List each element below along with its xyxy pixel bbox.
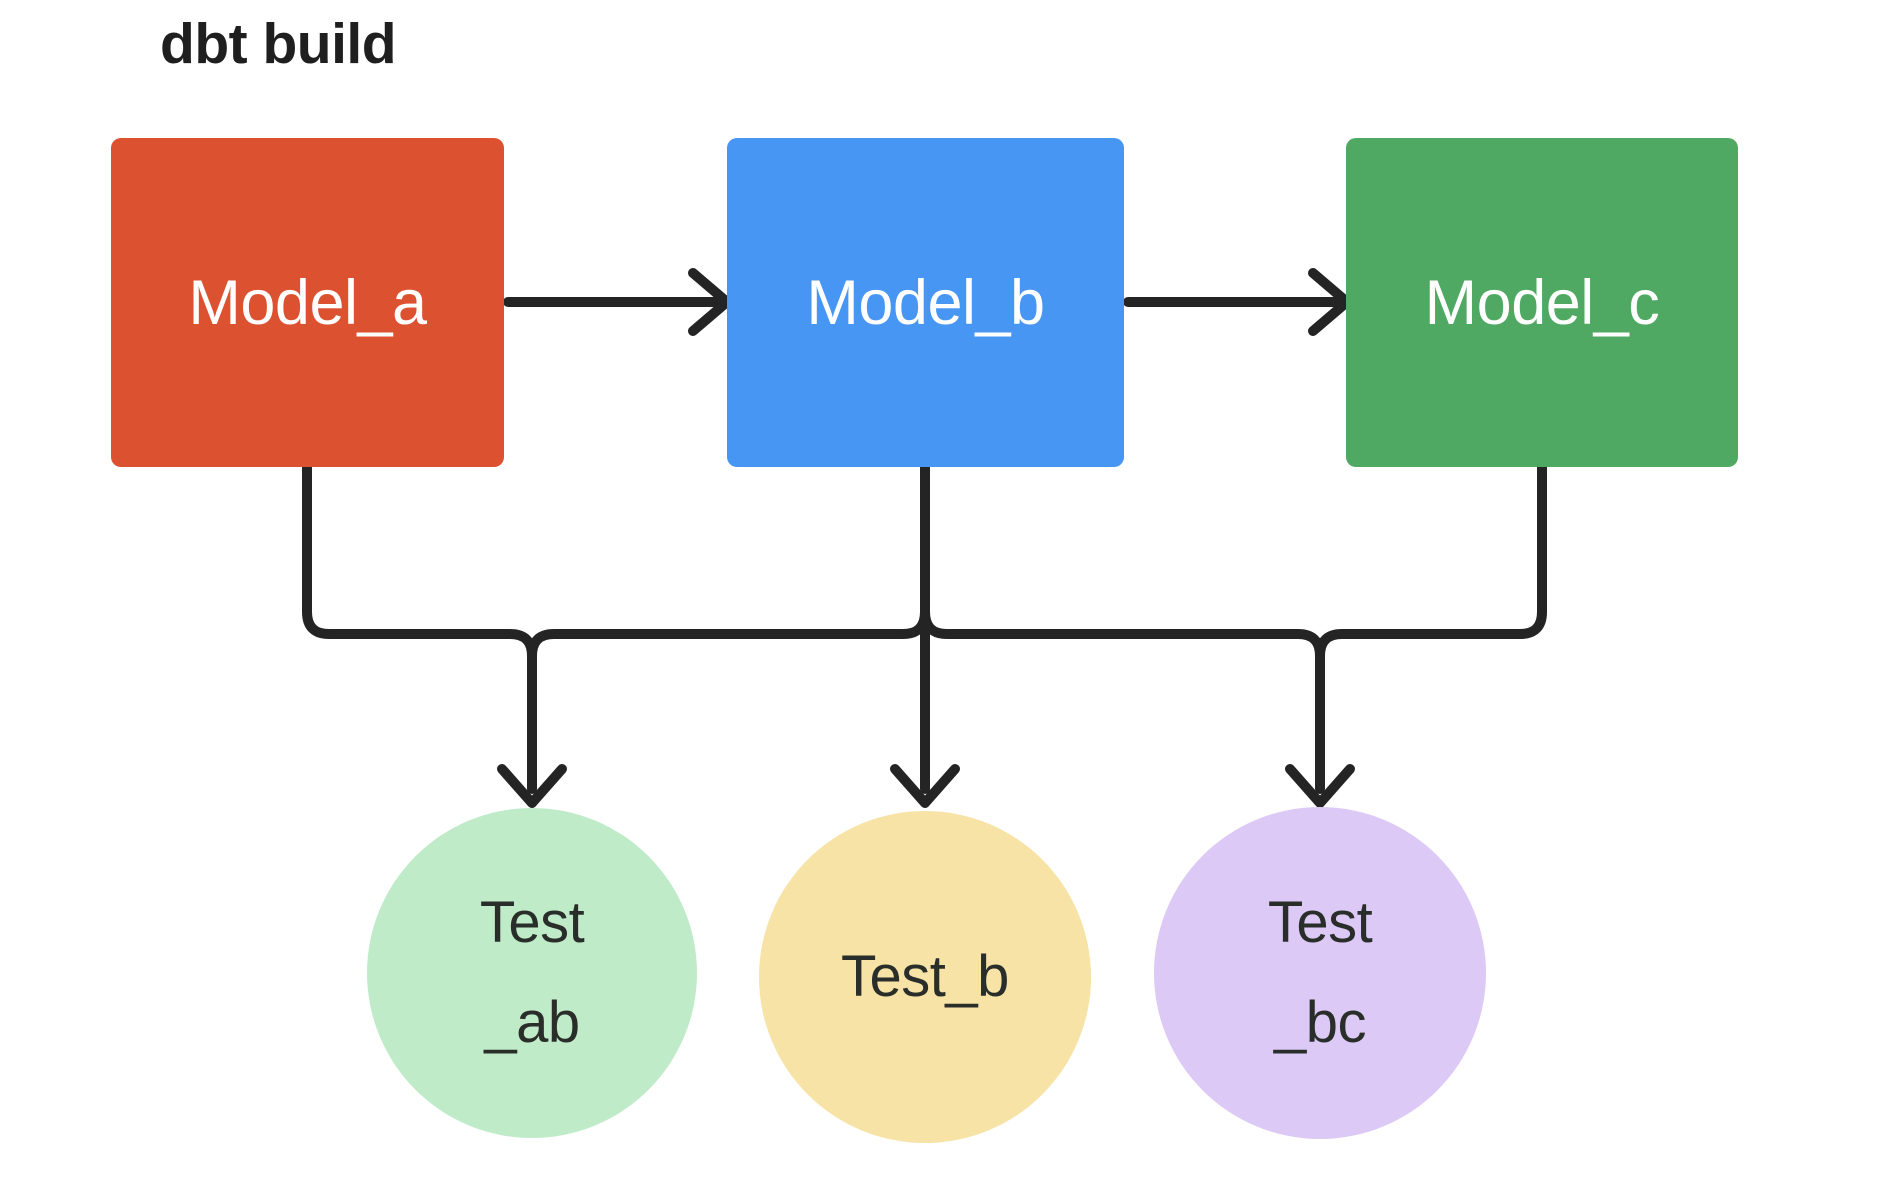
node-model-a: Model_a [111,138,504,467]
edge-model-a-to-test-ab [302,462,537,794]
diagram-title: dbt build [160,12,397,76]
node-test-ab: Test _ab [367,808,697,1138]
edge-model-c-to-test-bc [1315,462,1547,661]
node-test-b: Test_b [759,811,1091,1143]
node-test-ab-label: Test _ab [479,890,585,1055]
node-model-c: Model_c [1346,138,1738,467]
node-model-b-label: Model_b [806,267,1045,338]
edge-model-b-to-test-bc [920,462,1325,794]
node-test-bc: Test _bc [1154,807,1486,1139]
node-model-c-label: Model_c [1424,267,1660,338]
node-model-b: Model_b [727,138,1124,467]
edge-model-b-to-test-ab [527,462,930,661]
arrowhead-into-test-bc [1285,764,1355,808]
connector-group [302,268,1547,808]
node-model-a-label: Model_a [188,267,427,338]
node-test-b-label: Test_b [841,944,1009,1009]
arrowhead-into-test-ab [497,764,567,808]
node-test-bc-label: Test _bc [1267,890,1373,1055]
arrowhead-into-test-b [890,764,960,808]
